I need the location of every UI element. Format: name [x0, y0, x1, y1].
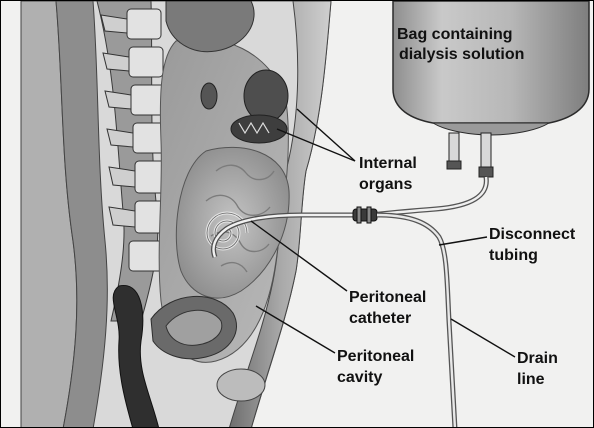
- organ-kidney: [201, 83, 217, 109]
- svg-text:Peritoneal: Peritoneal: [337, 348, 414, 365]
- svg-text:tubing: tubing: [489, 247, 538, 264]
- svg-text:Internal: Internal: [359, 155, 417, 172]
- label-drain-line: Drain line: [517, 350, 558, 388]
- svg-text:cavity: cavity: [337, 369, 382, 386]
- label-peritoneal-cavity: Peritoneal cavity: [337, 348, 414, 386]
- organ-stomach: [244, 70, 288, 122]
- bag-ports: [447, 133, 493, 177]
- svg-text:Peritoneal: Peritoneal: [349, 289, 426, 306]
- svg-text:catheter: catheter: [349, 310, 411, 327]
- tubing-connector: [353, 207, 377, 223]
- svg-text:line: line: [517, 371, 545, 388]
- svg-text:organs: organs: [359, 176, 412, 193]
- svg-text:Bag containing: Bag containing: [397, 26, 513, 43]
- svg-text:Disconnect: Disconnect: [489, 226, 576, 243]
- svg-text:dialysis solution: dialysis solution: [399, 46, 524, 63]
- svg-text:Drain: Drain: [517, 350, 558, 367]
- label-internal-organs: Internal organs: [359, 155, 417, 193]
- label-disconnect-tubing: Disconnect tubing: [489, 226, 576, 264]
- organ-bladder: [217, 369, 265, 401]
- label-peritoneal-catheter: Peritoneal catheter: [349, 289, 426, 327]
